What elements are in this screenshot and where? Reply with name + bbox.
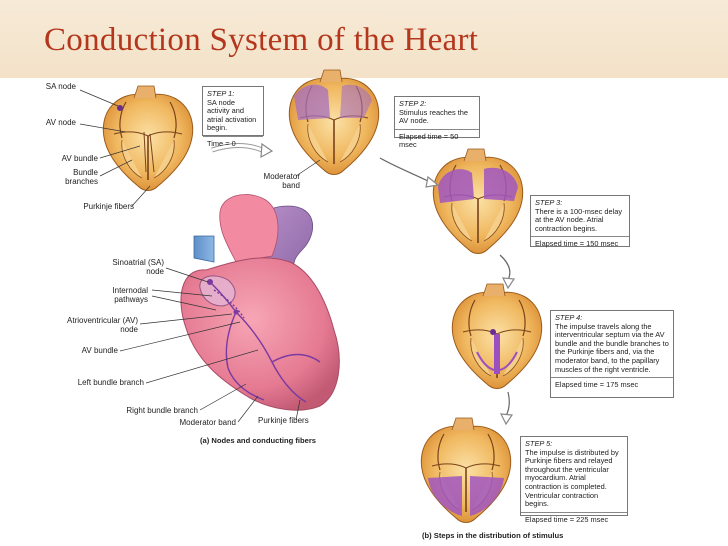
step1-box: STEP 1: SA node activity and atrial acti… xyxy=(202,86,264,148)
heart-step5 xyxy=(420,417,512,524)
title-band xyxy=(0,0,728,78)
sa-node-mark xyxy=(117,105,123,111)
step3-box: STEP 3: There is a 100-msec delay at the… xyxy=(530,195,630,249)
step4-text: The impulse travels along the interventr… xyxy=(555,321,669,374)
step2-title: STEP 2: xyxy=(399,99,427,108)
step5-title: STEP 5: xyxy=(525,439,553,448)
step3-title: STEP 3: xyxy=(535,198,563,207)
label-av-bundle: AV bundle xyxy=(61,154,98,163)
caption-a: (a) Nodes and conducting fibers xyxy=(200,436,317,445)
label-moderator-band-large: Moderator band xyxy=(179,418,236,427)
step1-time: Time = 0 xyxy=(207,138,236,148)
heart-step2 xyxy=(288,69,380,176)
step3-text: There is a 100-msec delay at the AV node… xyxy=(535,206,623,233)
label-atrioventricular: Atrioventricular (AV) node xyxy=(67,316,138,334)
step2-box: STEP 2: Stimulus reaches the AV node. El… xyxy=(394,96,480,149)
label-purkinje-fibers-small: Purkinje fibers xyxy=(83,202,134,211)
flow-arrows xyxy=(211,142,516,426)
leader-lines-small xyxy=(79,89,321,207)
leader-lines-large xyxy=(119,267,301,423)
step4-time: Elapsed time = 175 msec xyxy=(555,380,639,390)
step5-time: Elapsed time = 225 msec xyxy=(525,514,609,524)
step5-box: STEP 5: The impulse is distributed by Pu… xyxy=(520,436,628,524)
step2-time: Elapsed time = 50 msec xyxy=(399,131,459,150)
label-moderator-band-small: Moderator band xyxy=(263,172,300,190)
heart-step4 xyxy=(451,283,543,390)
step1-text: SA node activity and atrial activation b… xyxy=(207,97,257,133)
label-purkinje-fibers-large: Purkinje fibers xyxy=(258,416,309,425)
step4-box: STEP 4: The impulse travels along the in… xyxy=(550,310,674,398)
label-sinoatrial: Sinoatrial (SA) node xyxy=(112,258,164,276)
label-internodal: Internodal pathways xyxy=(112,286,148,304)
label-sa-node: SA node xyxy=(45,82,76,91)
label-bundle-branches: Bundle branches xyxy=(65,168,98,186)
step2-text: Stimulus reaches the AV node. xyxy=(399,107,469,126)
label-av-node: AV node xyxy=(45,118,76,127)
caption-b: (b) Steps in the distribution of stimulu… xyxy=(422,531,564,540)
step5-text: The impulse is distributed by Purkinje f… xyxy=(525,447,619,509)
label-av-bundle-large: AV bundle xyxy=(81,346,118,355)
step3-time: Elapsed time = 150 msec xyxy=(535,239,619,249)
label-left-bundle-branch: Left bundle branch xyxy=(77,378,144,387)
heart-step1 xyxy=(102,85,194,192)
step1-title: STEP 1: xyxy=(207,89,235,98)
large-heart-illustration xyxy=(180,194,340,411)
slide-title: Conduction System of the Heart xyxy=(44,22,479,58)
step4-title: STEP 4: xyxy=(555,313,583,322)
heart-step3 xyxy=(432,148,524,255)
label-right-bundle-branch: Right bundle branch xyxy=(126,406,198,415)
